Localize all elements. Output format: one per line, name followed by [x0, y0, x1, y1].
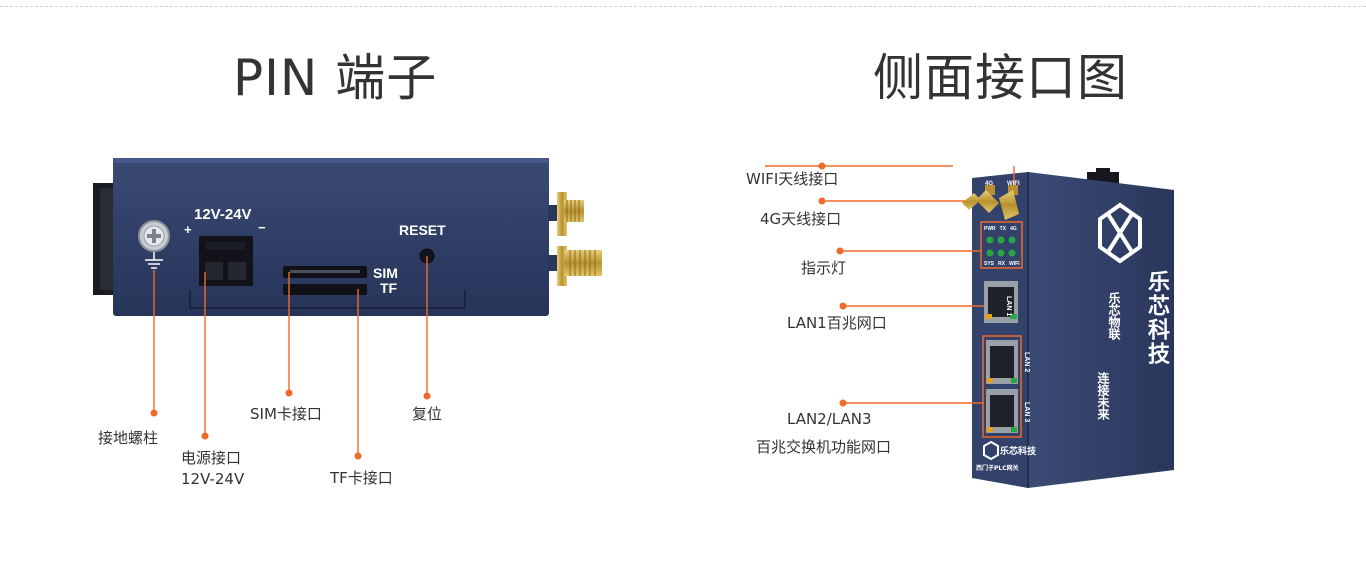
antenna-4g — [962, 185, 999, 213]
right-callout-dots — [818, 162, 847, 407]
ground-screw-icon — [138, 220, 170, 269]
device-lan2-label: LAN 2 — [1023, 352, 1030, 373]
device-brand-name: 乐芯科技 — [1144, 270, 1169, 366]
callout-ground: 接地螺柱 — [98, 429, 159, 447]
callout-lan1: LAN1百兆网口 — [787, 314, 887, 332]
device-model-label: 西门子PLC网关 — [976, 465, 1019, 472]
led-label-wifi: WIFI — [1008, 261, 1020, 267]
callout-sim: SIM卡接口 — [250, 405, 322, 423]
device-reset-label: RESET — [399, 222, 446, 238]
device-power-spec-label: 12V-24V — [194, 206, 252, 223]
device-4g-label: 4G — [985, 181, 994, 187]
led-label-sys: SYS — [984, 261, 995, 267]
left-callout-dots — [150, 389, 431, 460]
led-label-tx: TX — [999, 226, 1007, 232]
callout-power-line2: 12V-24V — [181, 470, 245, 488]
led-label-pwr: PWR — [984, 226, 996, 232]
device-lan3-label: LAN 3 — [1023, 402, 1030, 423]
callout-lan23-line1: LAN2/LAN3 — [787, 410, 872, 428]
device-lan1-label: LAN 1 — [1005, 296, 1012, 317]
device-badge-label: 乐芯科技 — [1000, 447, 1037, 457]
right-callout-lines — [765, 165, 1015, 404]
antenna-connector-bottom — [548, 246, 602, 286]
power-terminal — [199, 236, 253, 286]
left-callout-lines — [153, 256, 428, 456]
device-slogan-1: 乐芯物联 — [1107, 292, 1121, 340]
callout-led: 指示灯 — [801, 259, 847, 277]
device-wifi-label: WIFI — [1007, 181, 1020, 187]
led-panel — [980, 221, 1023, 269]
antenna-wifi — [999, 185, 1019, 220]
led-label-rx: RX — [998, 261, 1005, 267]
device-led-bottom-labels: SYS RX WIFI — [984, 261, 1020, 267]
right-panel-title: 侧面接口图 — [873, 49, 1128, 107]
callout-wifi: WIFI天线接口 — [746, 170, 839, 188]
device-slogan-2: 连接未来 — [1096, 372, 1110, 420]
device-tf-label: TF — [380, 280, 398, 296]
tf-slot — [283, 284, 367, 295]
right-device — [962, 168, 1174, 488]
led-label-4g: 4G — [1010, 226, 1017, 232]
left-panel-title: PIN 端子 — [233, 49, 438, 107]
callout-reset: 复位 — [412, 405, 443, 423]
callout-power-line1: 电源接口 — [181, 449, 242, 467]
device-sim-label: SIM — [373, 265, 398, 281]
device-plus-label: + — [184, 222, 192, 237]
badge-logo-icon — [983, 440, 999, 461]
callout-lan23-line2: 百兆交换机功能网口 — [756, 438, 892, 456]
callout-4g: 4G天线接口 — [760, 210, 842, 228]
lan1-port — [984, 281, 1018, 323]
lan23-ports — [982, 335, 1022, 438]
device-minus-label: − — [258, 220, 266, 235]
device-led-top-labels: PWR TX 4G — [984, 226, 1017, 232]
antenna-connector-top — [548, 192, 584, 236]
callout-tf: TF卡接口 — [330, 469, 393, 487]
sim-slot — [283, 266, 367, 278]
brand-logo-icon — [1098, 202, 1142, 264]
top-dashed-divider — [0, 6, 1366, 7]
